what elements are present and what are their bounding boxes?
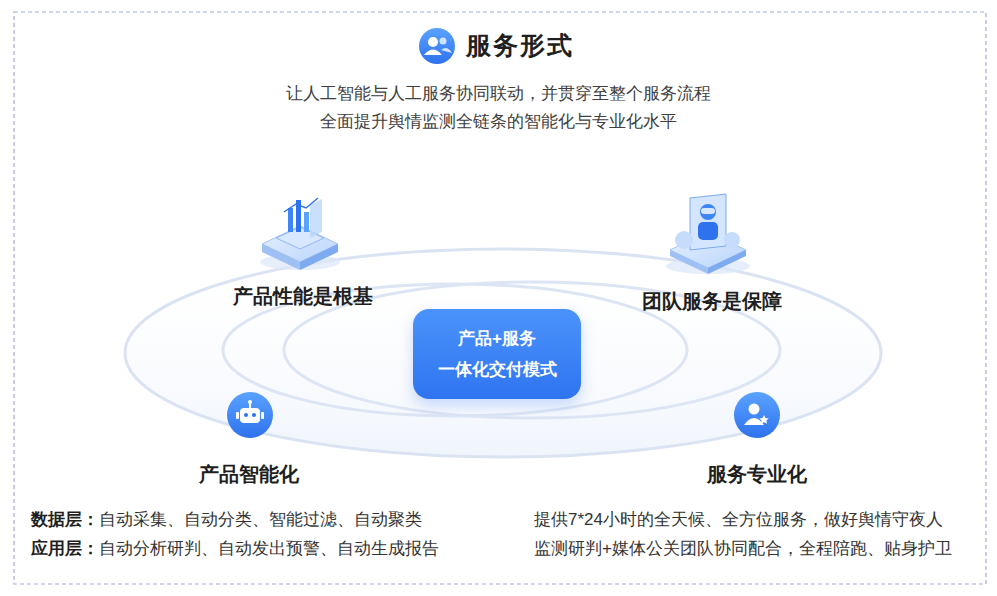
service-team-illustration [666, 194, 750, 274]
title-icon [419, 28, 455, 64]
frame [14, 12, 986, 584]
orbit-ellipses [125, 249, 881, 457]
data-platform-illustration [260, 198, 340, 270]
box-text: 产品+服务 [458, 328, 536, 349]
section-heading: 产品智能化 [199, 462, 299, 487]
layer-name: 应用层： [31, 538, 99, 559]
subtitle-line: 让人工智能与人工服务协同联动，并贯穿至整个服务流程 [286, 83, 711, 104]
layer-detail: 自动采集、自动分类、智能过滤、自动聚类 [99, 509, 422, 530]
section-heading: 服务专业化 [707, 462, 807, 487]
center-box: 产品+服务一体化交付模式 [413, 309, 581, 399]
layer-name: 数据层： [31, 509, 99, 530]
layer-detail: 自动分析研判、自动发出预警、自动生成报告 [99, 538, 439, 559]
section-heading: 团队服务是保障 [642, 289, 782, 314]
service-detail: 监测研判+媒体公关团队协同配合，全程陪跑、贴身护卫 [534, 538, 952, 559]
section-heading: 产品性能是根基 [233, 284, 373, 309]
box-text: 一体化交付模式 [438, 359, 557, 380]
title-text: 服务形式 [466, 30, 574, 61]
service-detail: 提供7*24小时的全天候、全方位服务，做好舆情守夜人 [534, 509, 943, 530]
professional-icon [734, 392, 780, 438]
subtitle-line: 全面提升舆情监测全链条的智能化与专业化水平 [320, 111, 677, 132]
intelligence-icon [227, 392, 273, 438]
